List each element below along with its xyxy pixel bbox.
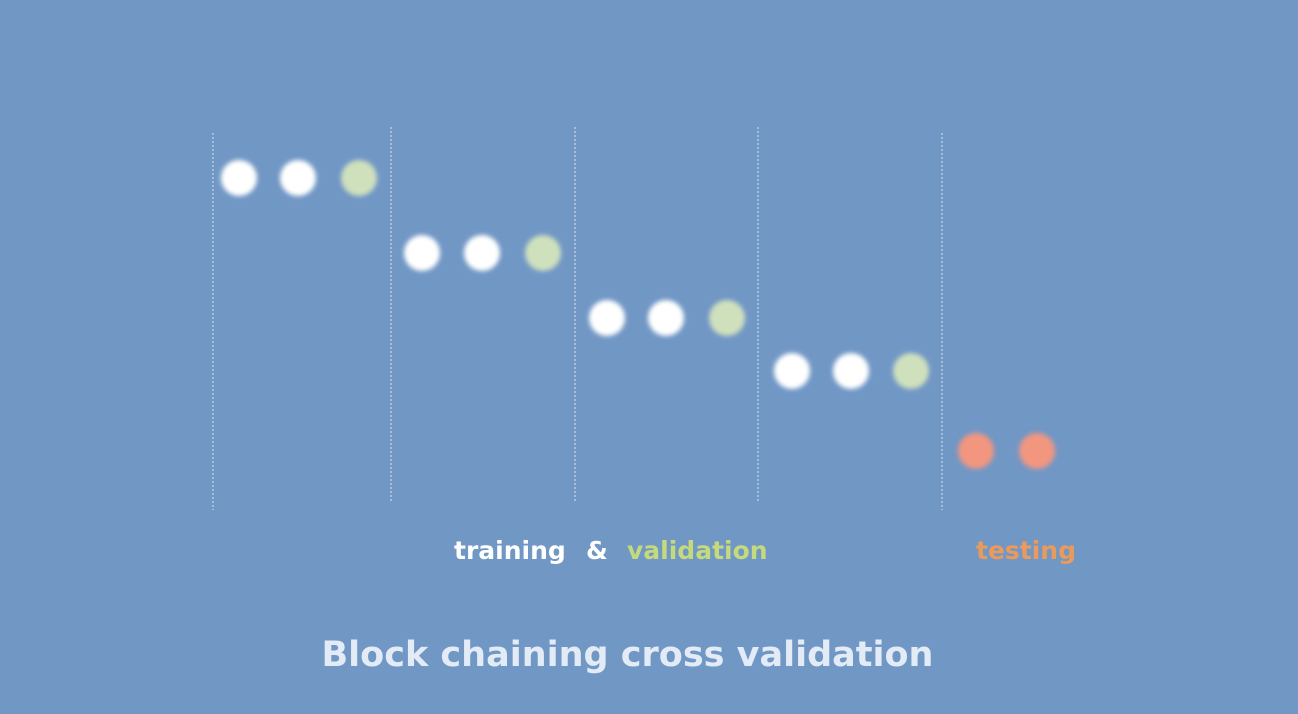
diagram-caption: Block chaining cross validation (321, 635, 934, 675)
training-dot-block-1-2 (280, 160, 316, 196)
validation-dot-block-1-3 (341, 160, 377, 196)
ampersand-label: & (586, 536, 608, 565)
validation-label: validation (627, 536, 768, 565)
testing-dot-block-5-1 (958, 433, 994, 469)
validation-dot-block-4-3 (893, 353, 929, 389)
validation-dot-block-3-3 (709, 300, 745, 336)
training-dot-block-4-1 (774, 353, 810, 389)
training-dot-block-2-2 (464, 235, 500, 271)
training-dot-block-1-1 (221, 160, 257, 196)
training-dot-block-2-1 (404, 235, 440, 271)
training-label: training (454, 536, 566, 565)
training-dot-block-3-1 (589, 300, 625, 336)
validation-dot-block-2-3 (525, 235, 561, 271)
testing-dot-block-5-2 (1019, 433, 1055, 469)
training-dot-block-4-2 (833, 353, 869, 389)
testing-label: testing (976, 536, 1076, 565)
training-dot-block-3-2 (648, 300, 684, 336)
